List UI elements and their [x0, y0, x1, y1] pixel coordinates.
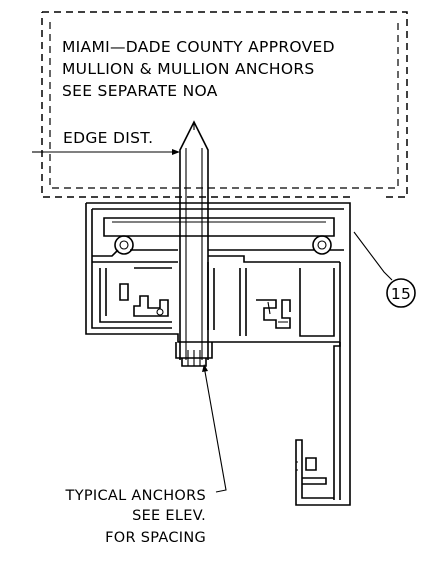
mullion-outline-dashed — [41, 11, 408, 198]
note-line-3: SEE SEPARATE NOA — [62, 82, 218, 100]
anchor-leader-line — [203, 365, 227, 493]
anchor-note-line-2: SEE ELEV. — [132, 508, 206, 524]
anchor-leader-arrow — [202, 364, 208, 372]
anchor-note-line-3: FOR SPACING — [105, 530, 206, 546]
callout-number: 15 — [391, 285, 411, 303]
anchor-head — [175, 342, 213, 367]
mullion-outline-dashed-inner — [49, 22, 399, 189]
note-line-1: MIAMI—DADE COUNTY APPROVED — [62, 38, 335, 56]
anchor-note-line-1: TYPICAL ANCHORS — [65, 488, 206, 504]
callout-leader-line — [353, 231, 393, 281]
mullion-extrusion-profile — [85, 202, 351, 506]
edge-distance-arrow — [172, 149, 180, 155]
edge-distance-label: EDGE DIST. — [63, 129, 153, 147]
note-line-2: MULLION & MULLION ANCHORS — [62, 60, 315, 78]
anchor-screw — [179, 120, 209, 360]
callout-bubble — [386, 278, 416, 308]
